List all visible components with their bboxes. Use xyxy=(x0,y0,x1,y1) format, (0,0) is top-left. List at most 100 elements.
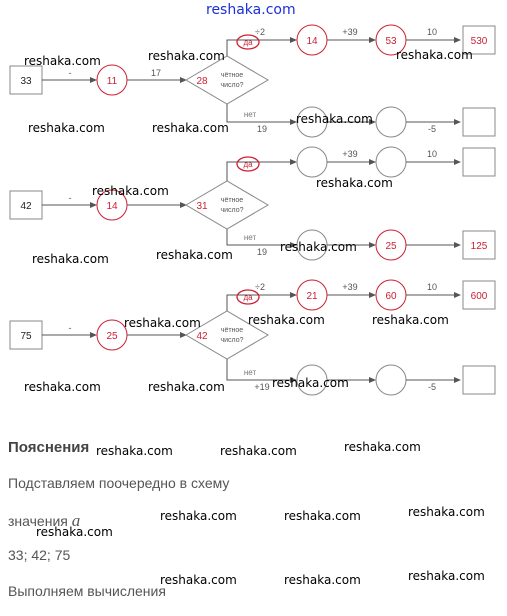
scheme-2-no-label: нет xyxy=(244,233,257,242)
watermark: reshaka.com xyxy=(160,509,237,523)
scheme-3-yes-mark xyxy=(236,289,260,305)
scheme-2-condition-2: число? xyxy=(220,207,243,214)
scheme-1-condition-2: число? xyxy=(220,82,243,89)
scheme-2-arrow-yes xyxy=(226,159,297,181)
scheme-1-op-2: 17 xyxy=(151,68,161,78)
scheme-1-yes-mark xyxy=(236,34,260,50)
scheme-1-yes-op-3: 10 xyxy=(427,27,437,37)
scheme-2-step-1-value: 14 xyxy=(106,201,118,212)
scheme-1-yes-result-value: 530 xyxy=(471,36,488,47)
scheme-3-yes-op-2: +39 xyxy=(342,282,357,292)
scheme-2-yes-label: да xyxy=(243,160,253,169)
scheme-3-decision xyxy=(185,310,269,360)
scheme-1-yes-result xyxy=(462,25,496,55)
scheme-2-no-step-2-value: 25 xyxy=(385,241,397,252)
watermark: reshaka.com xyxy=(284,509,361,523)
scheme-3-step-1-value: 25 xyxy=(106,331,118,342)
scheme-2-step-2: 31 xyxy=(196,201,208,212)
scheme-1-no-op-3: -5 xyxy=(428,124,436,134)
watermark: reshaka.com xyxy=(156,248,233,262)
watermark: reshaka.com xyxy=(28,121,105,135)
watermark: reshaka.com xyxy=(396,48,473,62)
site-header: reshaka.com xyxy=(206,2,296,18)
scheme-1-yes-step-1-value: 14 xyxy=(306,36,318,47)
scheme-3-step-2: 42 xyxy=(196,331,208,342)
watermark: reshaka.com xyxy=(316,176,393,190)
watermark: reshaka.com xyxy=(96,444,173,458)
scheme-2-yes-step-2 xyxy=(375,146,407,178)
scheme-2-no-result xyxy=(462,230,496,260)
watermark: reshaka.com xyxy=(408,569,485,583)
explanation-values: 33; 42; 75 xyxy=(8,547,71,563)
explanation-line-2: значения a xyxy=(8,511,80,531)
variable-a: a xyxy=(71,511,81,530)
explanation-line-1: Подставляем поочередно в схему xyxy=(8,475,230,491)
watermark: reshaka.com xyxy=(408,505,485,519)
watermark: reshaka.com xyxy=(152,121,229,135)
scheme-3-yes-step-2-value: 60 xyxy=(385,291,397,302)
watermark: reshaka.com xyxy=(124,316,201,330)
scheme-2-decision xyxy=(185,180,269,230)
flow-scheme: 33-111728чётноечисло?да÷214+395310530нет… xyxy=(9,24,496,396)
scheme-3-no-step-2 xyxy=(375,364,407,396)
scheme-3-no-label: нет xyxy=(244,368,257,377)
scheme-1-yes-op-2: +39 xyxy=(342,27,357,37)
scheme-1-step-1-value: 11 xyxy=(107,76,118,87)
scheme-2-arrow-no xyxy=(226,229,297,248)
scheme-3-no-result xyxy=(462,365,496,395)
scheme-3-yes-op-1: ÷2 xyxy=(255,282,265,292)
watermark: reshaka.com xyxy=(36,525,113,539)
explanation-heading: Пояснения xyxy=(8,439,90,456)
explanation-line-4: Выполняем вычисления xyxy=(8,583,166,599)
scheme-2-yes-op-2: +39 xyxy=(342,149,357,159)
scheme-3-arrow-yes xyxy=(226,292,297,311)
scheme-2-op-1: - xyxy=(69,193,72,203)
scheme-3-yes-result xyxy=(462,280,496,310)
watermark: reshaka.com xyxy=(280,240,357,254)
scheme-1-arrow-no xyxy=(226,104,297,125)
scheme-1-no-step-2 xyxy=(375,106,407,138)
scheme-2-no-result-value: 125 xyxy=(471,241,488,252)
scheme-1-yes-step-2-value: 53 xyxy=(385,36,397,47)
scheme-1-yes-op-1: ÷2 xyxy=(255,27,265,37)
scheme-1-arrow-yes xyxy=(226,37,297,56)
scheme-3-arrow-no xyxy=(226,359,297,383)
scheme-2-yes-result xyxy=(462,147,496,177)
scheme-1-no-op-1: 19 xyxy=(257,124,267,134)
watermark: reshaka.com xyxy=(296,112,373,126)
watermark: reshaka.com xyxy=(272,376,349,390)
scheme-1-op-1: - xyxy=(69,68,72,78)
watermark: reshaka.com xyxy=(160,573,237,587)
watermark: reshaka.com xyxy=(24,54,101,68)
scheme-3-yes-op-3: 10 xyxy=(427,282,437,292)
scheme-3-yes-label: да xyxy=(243,293,253,302)
scheme-2-input-box-value: 42 xyxy=(20,201,32,212)
scheme-1-input-box-value: 33 xyxy=(20,76,32,87)
watermark: reshaka.com xyxy=(220,444,297,458)
scheme-1-decision xyxy=(185,55,269,105)
scheme-2-yes-step-1 xyxy=(296,146,328,178)
watermark: reshaka.com xyxy=(284,573,361,587)
scheme-1-step-2: 28 xyxy=(196,76,208,87)
scheme-1-no-result xyxy=(462,107,496,137)
scheme-1-no-label: нет xyxy=(244,110,257,119)
watermark: reshaka.com xyxy=(32,252,109,266)
watermark: reshaka.com xyxy=(148,380,225,394)
scheme-3-yes-step-1-value: 21 xyxy=(306,291,318,302)
watermark: reshaka.com xyxy=(92,184,169,198)
scheme-2-condition-1: чётное xyxy=(221,197,244,204)
scheme-3-yes-result-value: 600 xyxy=(471,291,488,302)
scheme-2-yes-op-3: 10 xyxy=(427,149,437,159)
scheme-2-yes-mark xyxy=(236,156,260,172)
watermark: reshaka.com xyxy=(24,380,101,394)
watermark: reshaka.com xyxy=(248,313,325,327)
scheme-2-no-op-1: 19 xyxy=(257,247,267,257)
scheme-3-no-op-1: +19 xyxy=(254,382,269,392)
scheme-3-input-box-value: 75 xyxy=(20,331,32,342)
scheme-3-condition-1: чётное xyxy=(221,327,244,334)
scheme-3-input-box xyxy=(9,320,43,350)
scheme-2-input-box xyxy=(9,190,43,220)
watermark: reshaka.com xyxy=(344,440,421,454)
scheme-1-yes-label: да xyxy=(243,38,253,47)
scheme-3-op-1: - xyxy=(69,323,72,333)
